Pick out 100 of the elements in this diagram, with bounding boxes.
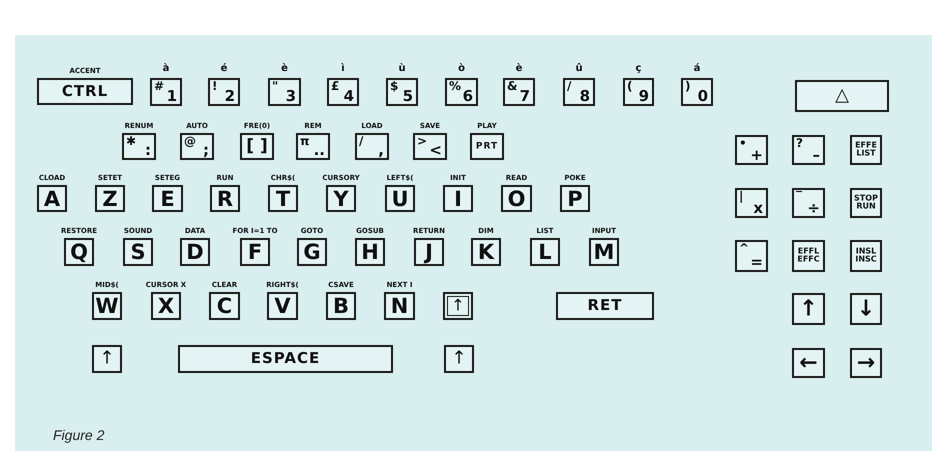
keyboard-key [152,185,183,212]
shift-symbol: π [300,135,310,147]
shift-symbol: $ [390,80,398,92]
key-label: F [246,240,264,264]
key-label: E [159,187,176,210]
keyboard-key [297,238,327,266]
key-label: INSL INSC [854,248,878,264]
shift-symbol: / [567,80,572,92]
keyboard-key [735,188,768,218]
accent-letter: é [220,63,228,74]
shift-symbol: / [359,135,364,147]
key-label: EFFL EFFC [796,248,821,264]
key-symbol: ÷ [807,200,820,216]
keyboard-key [208,78,240,106]
key-label: Z [101,187,119,210]
keyboard-key [471,238,501,266]
keyboard-key [268,185,298,212]
shift-symbol: & [507,80,518,92]
accent-letter: ò [458,63,465,74]
keyboard-key [386,78,418,106]
key-label: D [185,240,205,264]
keyboard-key [240,238,270,266]
shift-symbol: ! [212,80,218,92]
keyboard-key [850,240,882,272]
accent-letter: è [281,63,288,74]
keyboard-key [792,240,825,272]
key-symbol: ; [203,142,209,158]
key-label: Y [332,187,350,210]
key-symbol: – [812,146,820,163]
keyboard-key [178,345,393,373]
keyboard-key [180,238,210,266]
keyboard-key [470,133,504,160]
key-label: S [129,240,147,264]
accent-letter: ç [636,63,642,74]
key-symbol: : [145,142,151,158]
keyboard-key [501,185,532,212]
shift-symbol: ? [796,137,803,149]
shift-symbol: £ [331,80,340,92]
keyboard-key [296,133,330,160]
key-symbol: + [750,146,763,163]
keyboard-key [268,78,301,106]
shift-symbol: " [272,80,278,92]
keyboard-key [503,78,535,106]
keyboard-key [850,188,882,218]
accent-letter: ì [341,63,345,74]
keyboard-key [850,135,882,165]
key-label: T [274,187,292,210]
keyboard-key [385,185,415,212]
key-label: △ [834,86,850,106]
keyboard-key [267,292,298,320]
keyboard-key [413,133,447,160]
key-label: U [390,187,410,210]
key-label: I [453,187,463,210]
keyboard-key [681,78,713,106]
keyboard-key [850,348,882,378]
keyboard-key [123,238,153,266]
key-symbol: 6 [462,88,473,104]
key-label: B [332,294,350,318]
shift-symbol: • [739,137,747,149]
key-label: ← [798,351,819,375]
key-label: M [592,240,616,264]
keyboard-key [210,185,240,212]
shift-symbol: # [154,80,164,92]
key-label: O [506,187,526,210]
keyboard-key [792,348,825,378]
key-label: EFFE LIST [854,142,878,158]
keyboard-key [384,292,415,320]
keyboard-key [443,292,473,320]
shift-symbol: ( [627,80,632,92]
keyboard-key [795,80,889,112]
key-label: X [156,294,176,318]
accent-letter: à [162,63,170,74]
key-label: ↑ [450,298,466,314]
key-label: H [360,240,380,264]
key-label: RET [586,298,624,314]
key-symbol: 4 [344,88,354,104]
keyboard-key [850,293,882,325]
keyboard-key [92,345,122,373]
keyboard-key [560,185,590,212]
key-symbol: 1 [166,88,177,104]
shift-symbol: | [739,190,744,202]
key-label: CTRL [60,84,110,100]
keyboard-key [414,238,444,266]
keyboard-key [37,185,67,212]
shift-symbol: ) [685,80,690,92]
keyboard-key [735,240,768,272]
keyboard-key [530,238,560,266]
keyboard-key [563,78,595,106]
key-symbol: x [753,200,763,216]
shift-symbol: @ [184,135,196,147]
keyboard-key [355,238,385,266]
keyboard-key [792,135,825,165]
keyboard-key [122,133,156,160]
accent-letter: á [694,63,700,74]
key-symbol: 0 [698,88,708,104]
key-label: W [94,294,120,318]
keyboard-key [792,293,825,325]
keyboard-key [240,133,274,160]
keyboard-key [64,238,94,266]
shift-symbol: ^ [739,242,750,254]
